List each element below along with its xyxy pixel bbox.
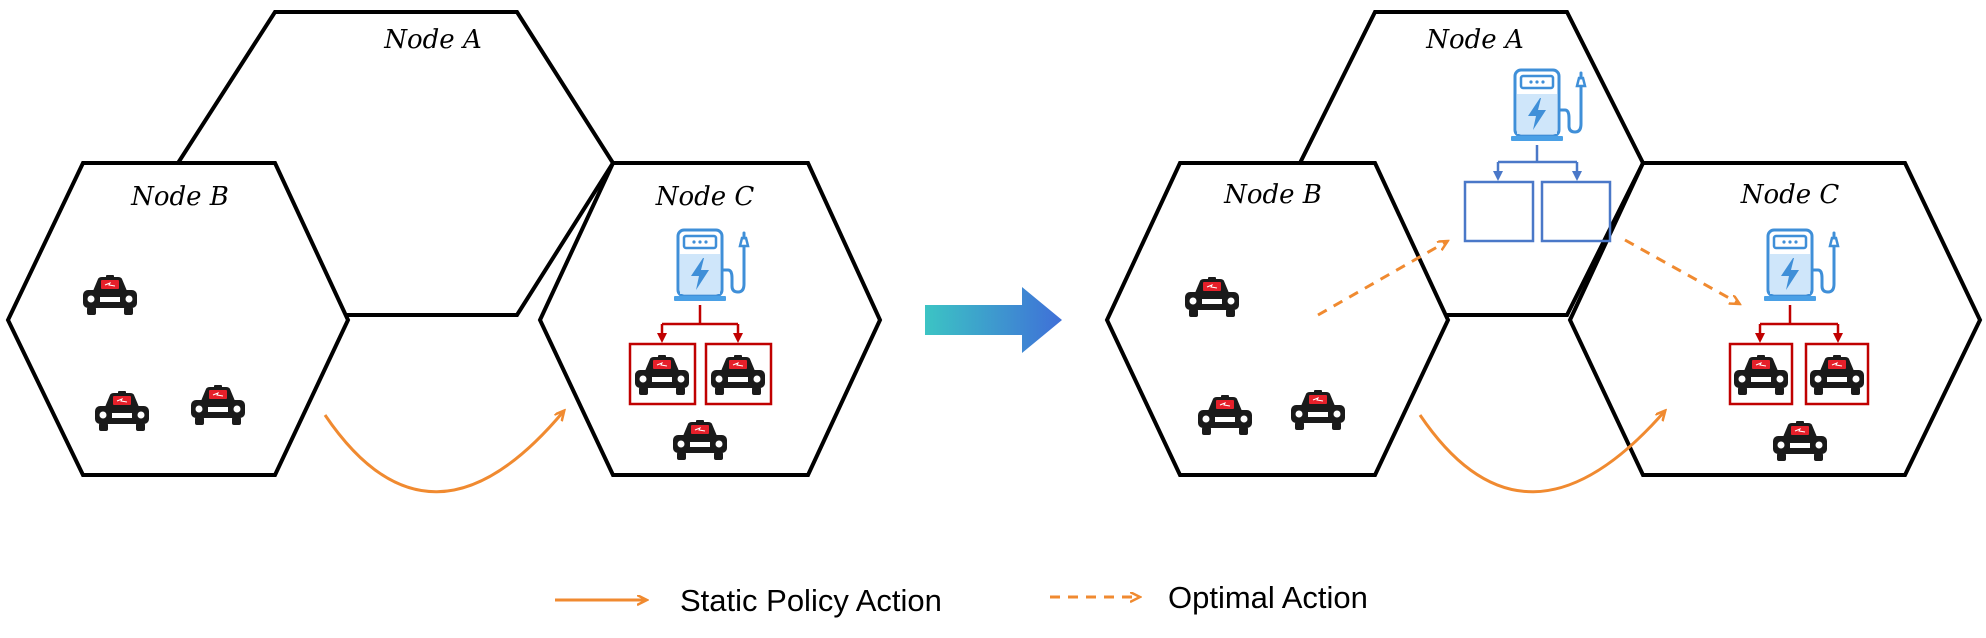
node-b-label-right: Node B (1223, 180, 1322, 210)
hex-node-c-left (537, 161, 883, 477)
node-a-label-right: Node A (1425, 25, 1523, 55)
charger-connector-lines (1760, 305, 1838, 326)
charger-slot-box (1728, 342, 1794, 406)
charger-slot-box-empty (1463, 180, 1535, 243)
charger-connector-lines (1498, 145, 1577, 164)
charger-slot-box (1804, 342, 1870, 406)
hex-node-c-right (1567, 161, 1983, 477)
optimal-action-arrow-to-c (1624, 238, 1738, 303)
optimal-action-arrow-to-a (1317, 242, 1446, 317)
node-b-label-left: Node B (130, 182, 229, 212)
node-a-label-left: Node A (383, 25, 481, 55)
static-policy-arrow (1418, 412, 1664, 494)
charger-slot-box (704, 342, 773, 406)
hex-node-b-left (5, 161, 351, 477)
node-c-label-left: Node C (655, 182, 755, 212)
charger-slot-box-empty (1540, 180, 1612, 243)
legend-optimal-label: Optimal Action (1168, 580, 1368, 615)
charger-connector-lines (662, 305, 738, 326)
static-policy-arrow (323, 412, 563, 494)
hex-node-b-right (1104, 161, 1451, 477)
right-panel: Node A Node B Node C (1104, 10, 1983, 494)
legend-static-label: Static Policy Action (680, 583, 942, 618)
charger-slot-box (628, 342, 697, 406)
legend: Static Policy Action Optimal Action (555, 580, 1368, 618)
left-panel: Node A Node B Node C (5, 10, 883, 494)
node-c-label-right: Node C (1740, 180, 1840, 210)
right-arrow-icon (925, 287, 1062, 353)
